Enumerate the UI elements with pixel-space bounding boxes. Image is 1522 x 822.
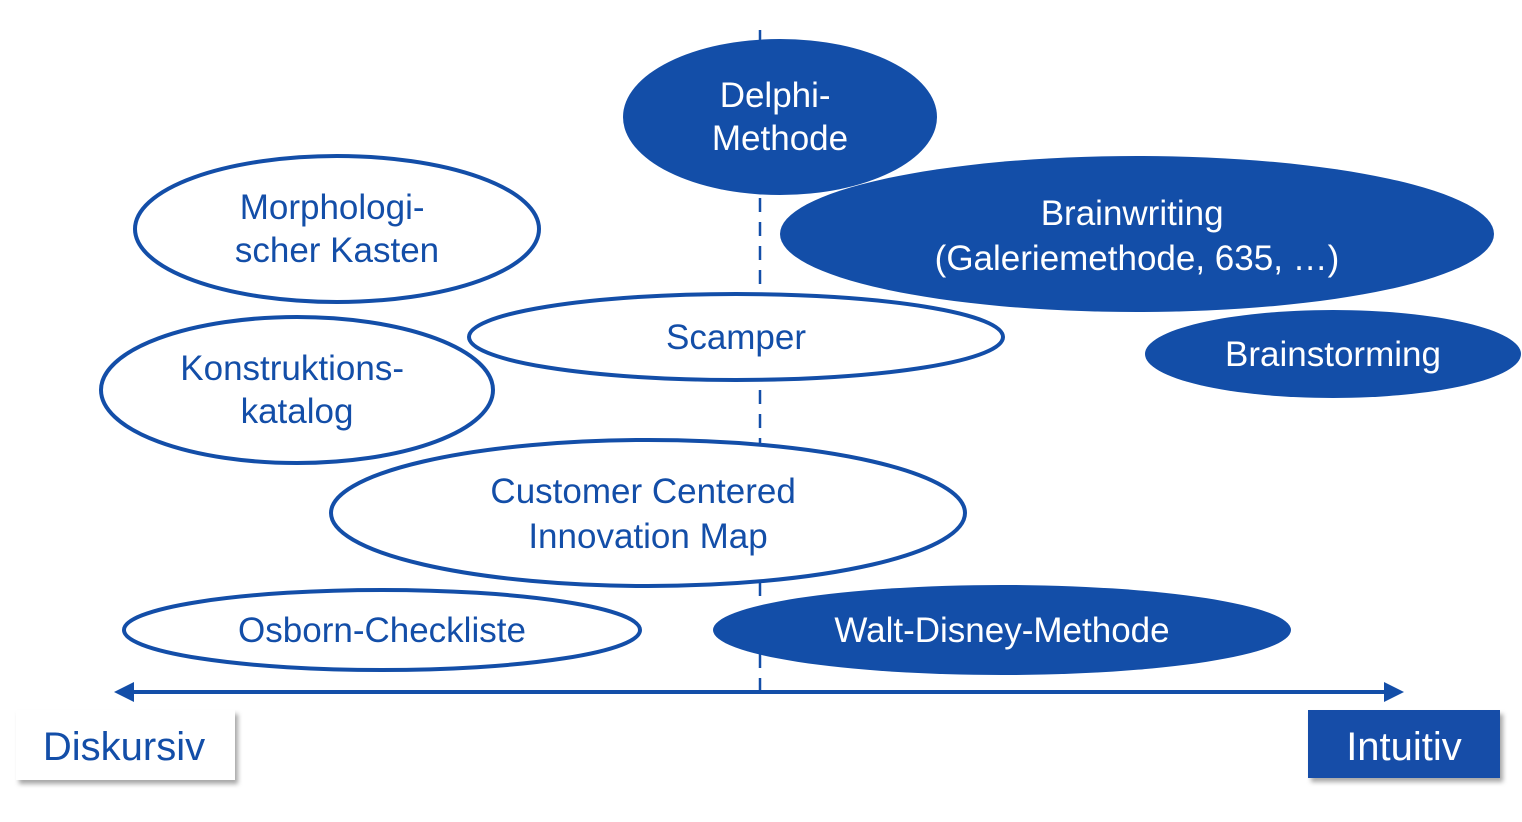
node-scamper-label: Scamper [666,318,806,357]
node-morphologischer-kasten-label: Morphologi- scher Kasten [235,188,439,270]
node-brainwriting-label: Brainwriting (Galeriemethode, 635, …) [935,194,1340,278]
node-brainwriting-shape [780,156,1494,312]
node-brainstorming-shape [1145,310,1521,398]
node-customer-centered-innovation-map: Customer Centered Innovation Map [329,438,967,588]
node-osborn-checkliste-label: Osborn-Checkliste [238,611,526,650]
node-walt-disney-methode-shape [713,585,1291,675]
node-konstruktionskatalog: Konstruktions- katalog [99,315,495,465]
node-customer-centered-innovation-map-label: Customer Centered Innovation Map [490,472,805,556]
axis-label-diskursiv: Diskursiv [16,710,235,780]
node-delphi-label: Delphi- Methode [712,76,848,158]
axis-label-intuitiv-text: Intuitiv [1346,725,1462,769]
node-scamper-shape [467,292,1005,382]
node-morphologischer-kasten: Morphologi- scher Kasten [133,154,541,304]
node-walt-disney-methode-label: Walt-Disney-Methode [834,611,1169,650]
node-osborn-checkliste: Osborn-Checkliste [122,588,642,672]
node-walt-disney-methode: Walt-Disney-Methode [713,585,1291,675]
node-brainstorming: Brainstorming [1145,310,1521,398]
axis-label-diskursiv-box [16,710,235,780]
node-scamper: Scamper [467,292,1005,382]
node-konstruktionskatalog-shape [99,315,495,465]
node-morphologischer-kasten-shape [133,154,541,304]
node-delphi-shape [623,39,937,195]
node-osborn-checkliste-shape [122,588,642,672]
node-delphi: Delphi- Methode [623,39,937,195]
axis-arrowhead-left [114,682,134,702]
axis-label-intuitiv: Intuitiv [1308,710,1500,778]
node-brainwriting: Brainwriting (Galeriemethode, 635, …) [780,156,1494,312]
node-customer-centered-innovation-map-shape [329,438,967,588]
axis-label-diskursiv-text: Diskursiv [43,725,205,769]
axis-arrowhead-right [1384,682,1404,702]
axis-label-intuitiv-box [1308,710,1500,778]
axis-arrow [114,682,1404,702]
node-brainstorming-label: Brainstorming [1225,335,1441,374]
node-konstruktionskatalog-label: Konstruktions- katalog [180,349,413,431]
